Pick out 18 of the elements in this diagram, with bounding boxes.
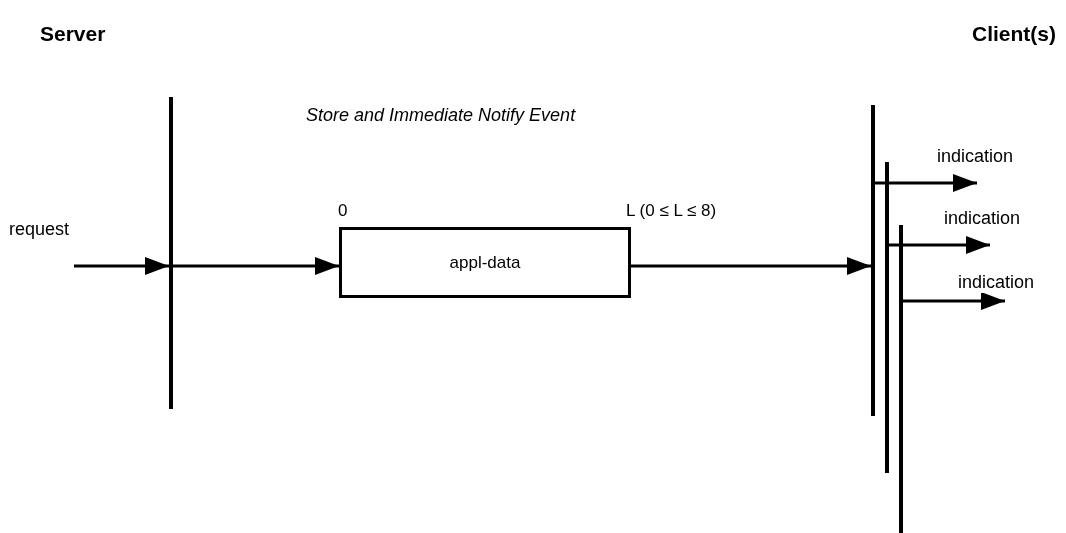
lifeline-bar bbox=[899, 225, 903, 533]
boundary-label: 0 bbox=[338, 201, 348, 221]
arrow bbox=[74, 257, 169, 275]
lifeline-bar bbox=[871, 105, 875, 416]
arrow bbox=[903, 292, 1005, 310]
boundary-label: L (0 ≤ L ≤ 8) bbox=[626, 201, 717, 221]
data-box bbox=[339, 227, 631, 298]
arrow bbox=[631, 257, 871, 275]
arrow bbox=[173, 257, 339, 275]
participant-heading: Server bbox=[40, 22, 106, 46]
lifeline-bar bbox=[885, 162, 889, 473]
participant-heading: Client(s) bbox=[972, 22, 1056, 46]
edge-label: indication bbox=[957, 272, 1036, 293]
event-title: Store and Immediate Notify Event bbox=[306, 105, 576, 126]
box-label: appl-data bbox=[449, 252, 521, 273]
lifeline-bar bbox=[169, 97, 173, 409]
arrow bbox=[889, 236, 990, 254]
arrow bbox=[875, 174, 977, 192]
